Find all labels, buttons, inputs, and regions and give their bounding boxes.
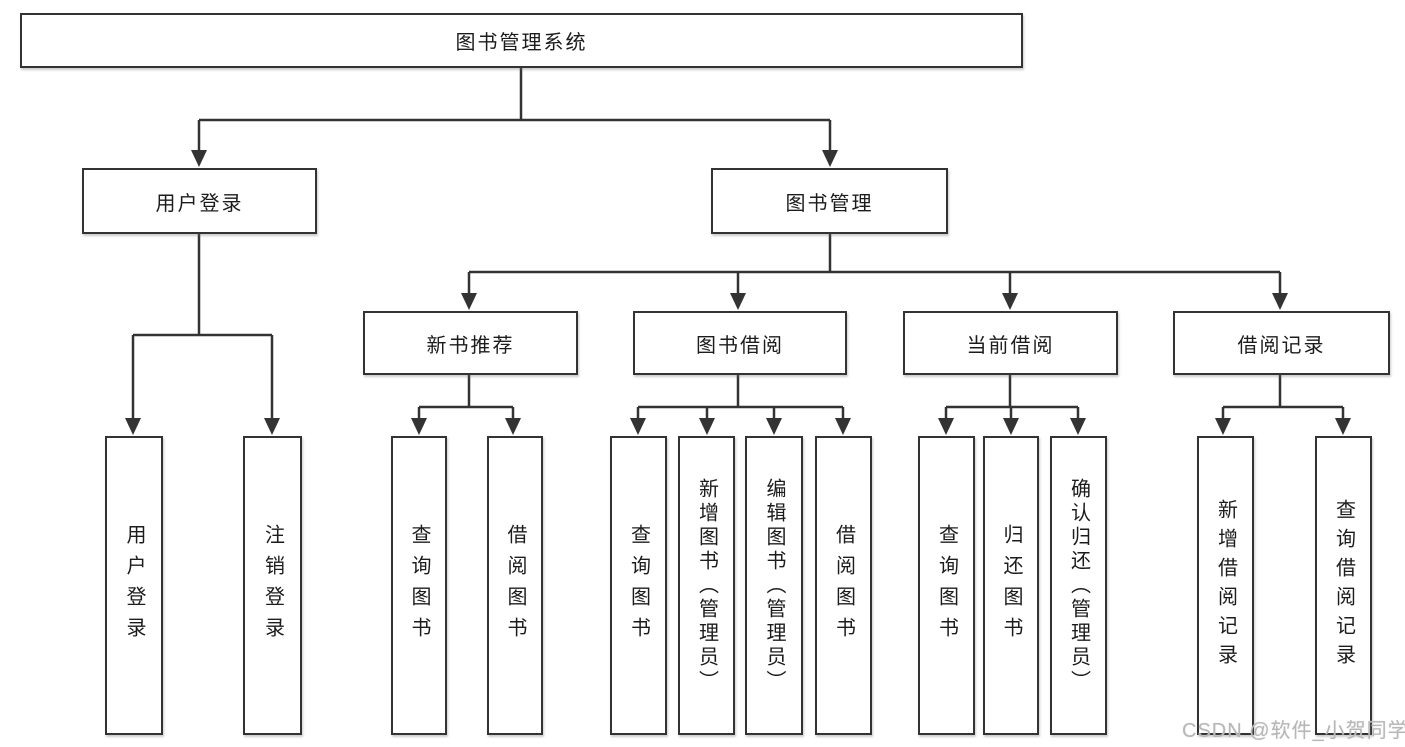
watermark: CSDN @软件_小贺同学	[1182, 720, 1405, 742]
node-current-borrow-label: 当前借阅	[966, 334, 1055, 357]
leaf-user-login: 用户登录	[105, 436, 163, 735]
leaf-borrow-books-1-label: 借阅图书	[504, 523, 526, 648]
node-user-login-group: 用户登录	[82, 168, 317, 234]
node-borrow-record-label: 借阅记录	[1237, 334, 1326, 357]
node-borrow-record: 借阅记录	[1173, 311, 1390, 375]
leaf-query-books-1-label: 查询图书	[408, 523, 430, 648]
leaf-query-books-3-label: 查询图书	[935, 523, 958, 648]
node-new-book-recommend: 新书推荐	[363, 311, 578, 375]
leaf-borrow-books-2-label: 借阅图书	[832, 523, 855, 648]
node-user-login-group-label: 用户登录	[155, 192, 244, 215]
leaf-edit-books-admin: 编辑图书（管理员）	[745, 436, 803, 735]
leaf-return-books-label: 归还图书	[1000, 523, 1022, 648]
leaf-query-books-3: 查询图书	[918, 436, 975, 735]
node-book-borrow: 图书借阅	[633, 311, 847, 375]
leaf-query-books-2-label: 查询图书	[627, 523, 650, 648]
leaf-logout-label: 注销登录	[261, 523, 284, 648]
node-new-book-recommend-label: 新书推荐	[426, 334, 515, 357]
leaf-confirm-return-admin: 确认归还（管理员）	[1050, 436, 1107, 735]
node-root-system: 图书管理系统	[20, 13, 1023, 68]
leaf-add-borrow-record: 新增借阅记录	[1197, 436, 1254, 735]
leaf-borrow-books-1: 借阅图书	[487, 436, 543, 735]
leaf-query-books-2: 查询图书	[610, 436, 667, 735]
leaf-add-books-admin-label: 新增图书（管理员）	[695, 477, 718, 694]
leaf-edit-books-admin-label: 编辑图书（管理员）	[763, 477, 785, 694]
leaf-query-borrow-record: 查询借阅记录	[1315, 436, 1372, 735]
leaf-query-borrow-record-label: 查询借阅记录	[1332, 498, 1355, 673]
node-current-borrow: 当前借阅	[903, 311, 1118, 375]
leaf-return-books: 归还图书	[983, 436, 1039, 735]
leaf-borrow-books-2: 借阅图书	[815, 436, 872, 735]
node-root-system-label: 图书管理系统	[455, 32, 588, 54]
leaf-add-books-admin: 新增图书（管理员）	[678, 436, 735, 735]
node-book-management-label: 图书管理	[785, 192, 874, 215]
leaf-confirm-return-admin-label: 确认归还（管理员）	[1067, 477, 1090, 694]
node-book-borrow-label: 图书借阅	[696, 334, 784, 357]
leaf-query-books-1: 查询图书	[391, 436, 447, 735]
leaf-add-borrow-record-label: 新增借阅记录	[1214, 498, 1237, 673]
node-book-management: 图书管理	[711, 168, 948, 234]
leaf-user-login-label: 用户登录	[123, 523, 145, 648]
leaf-logout: 注销登录	[243, 436, 302, 735]
